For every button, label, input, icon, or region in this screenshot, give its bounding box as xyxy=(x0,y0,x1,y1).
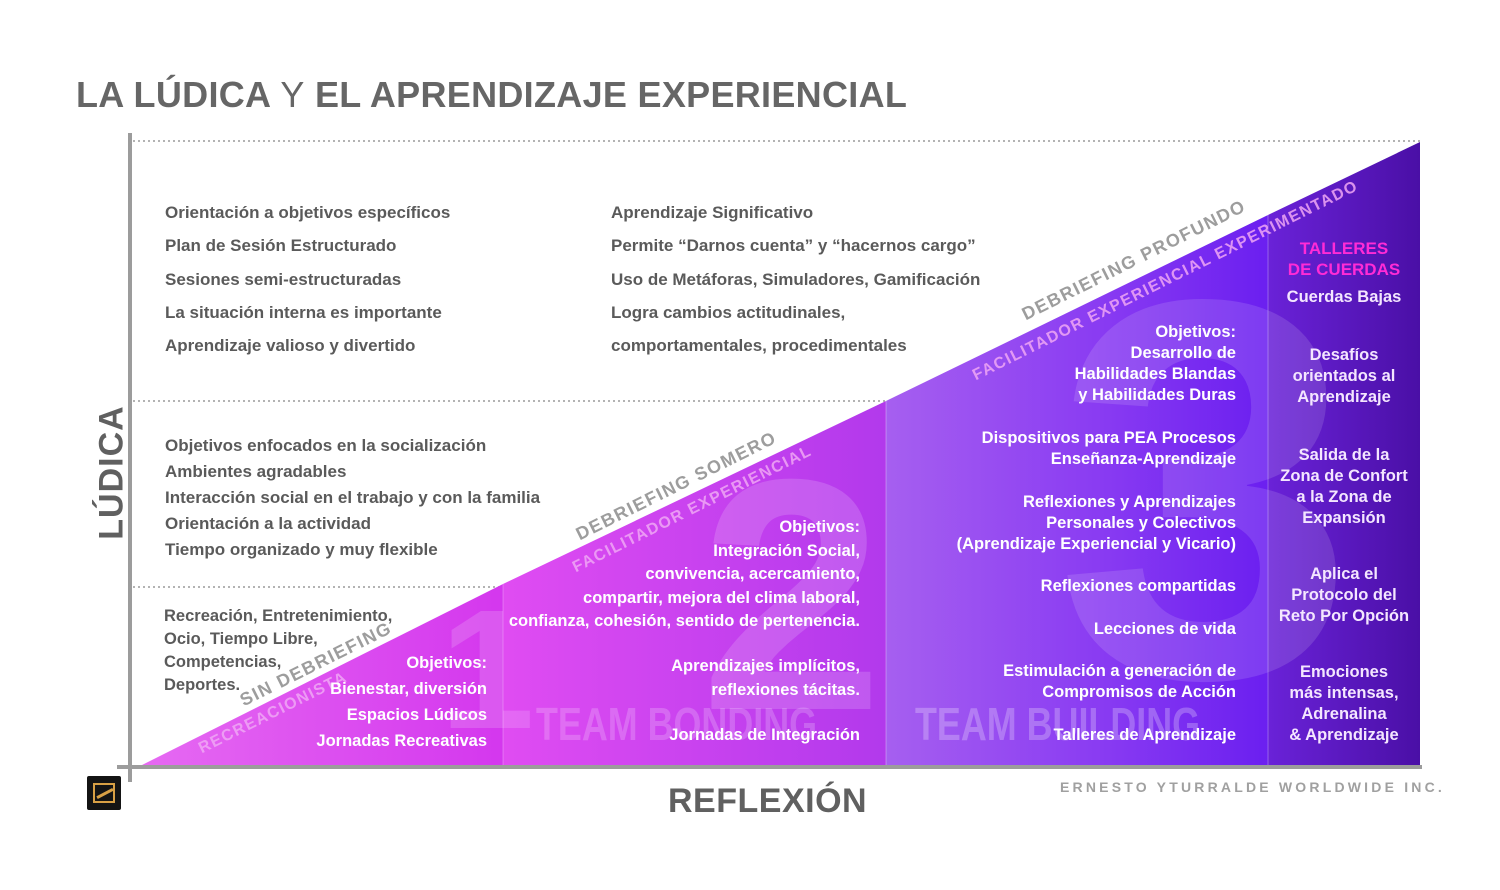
y-axis-label: LÚDICA xyxy=(92,405,131,540)
list-item: Sesiones semi-estructuradas xyxy=(165,269,402,289)
stage2-objectives: Objetivos: Integración Social, convivenc… xyxy=(508,518,860,630)
list-item: Ambientes agradables xyxy=(165,462,347,481)
middle-list: Objetivos enfocados en la socialización … xyxy=(165,433,540,563)
stage3-segment xyxy=(886,215,1268,766)
stage4-item: Cuerdas Bajas xyxy=(1286,288,1402,306)
list-item: comportamentales, procedimentales xyxy=(611,336,907,356)
list-item: Orientación a objetivos específicos xyxy=(165,203,451,222)
top-right-list: Aprendizaje Significativo Permite “Darno… xyxy=(611,196,980,362)
stage3-commitments: Estimulación a generación de Compromisos… xyxy=(1003,662,1236,701)
title-part2: EL APRENDIZAJE EXPERIENCIAL xyxy=(314,74,908,115)
page-title: LA LÚDICA Y EL APRENDIZAJE EXPERIENCIAL xyxy=(76,74,907,116)
list-item: Orientación a la actividad xyxy=(165,514,371,533)
stage2-segment xyxy=(503,401,886,766)
stage3-pea: Dispositivos para PEA Procesos Enseñanza… xyxy=(981,429,1236,468)
stage1-number: 1 xyxy=(440,575,535,765)
list-item: Objetivos enfocados en la socialización xyxy=(165,436,487,455)
list-item: Tiempo organizado y muy flexible xyxy=(165,540,438,559)
stage2-number: 2 xyxy=(700,410,884,779)
list-item: Deportes. xyxy=(164,676,241,694)
list-item: Logra cambios actitudinales, xyxy=(611,302,846,322)
stage4-item: Desafíos orientados al Aprendizaje xyxy=(1292,346,1396,406)
list-item: Ocio, Tiempo Libre, xyxy=(164,630,318,648)
list-item: Competencias, xyxy=(164,653,282,671)
stage3-objectives: Objetivos: Desarrollo de Habilidades Bla… xyxy=(1074,323,1236,404)
stage2-name: TEAM BONDING xyxy=(536,698,818,750)
list-item: Permite “Darnos cuenta” y “hacernos carg… xyxy=(611,236,976,256)
stage4-heading: TALLERES DE CUERDAS xyxy=(1287,239,1401,279)
stage3-reflections: Reflexiones y Aprendizajes Personales y … xyxy=(956,493,1236,553)
list-item: Aprendizaje Significativo xyxy=(611,203,814,222)
stage2-learning: Aprendizajes implícitos, reflexiones tác… xyxy=(671,657,860,699)
stage3-footer: Talleres de Aprendizaje xyxy=(1053,726,1236,744)
stage4-item: Emociones más intensas, Adrenalina & Apr… xyxy=(1289,663,1399,744)
stage4-item: Salida de la Zona de Confort a la Zona d… xyxy=(1280,446,1408,527)
list-item: Plan de Sesión Estructurado xyxy=(165,236,397,256)
stage1-segment xyxy=(140,584,503,766)
stage4-segment xyxy=(1268,142,1420,766)
stage1-text: Objetivos: Bienestar, diversión Espacios… xyxy=(316,654,487,750)
list-item: Interacción social en el trabajo y con l… xyxy=(165,488,541,507)
bottom-list: Recreación, Entretenimiento, Ocio, Tiemp… xyxy=(164,605,392,697)
stage3-life: Lecciones de vida xyxy=(1093,620,1236,638)
credit-text: ERNESTO YTURRALDE WORLDWIDE INC. xyxy=(1060,779,1445,795)
title-part1: LA LÚDICA xyxy=(76,74,271,115)
stage2-footer: Jornadas de Integración xyxy=(669,726,860,744)
top-left-list: Orientación a objetivos específicos Plan… xyxy=(165,196,450,362)
brand-logo-icon xyxy=(87,776,121,810)
list-item: Aprendizaje valioso y divertido xyxy=(165,336,416,356)
x-axis-label: REFLEXIÓN xyxy=(668,782,868,820)
stage3-name: TEAM BUILDING xyxy=(915,698,1201,750)
title-conjunction: Y xyxy=(280,74,305,115)
stage3-shared: Reflexiones compartidas xyxy=(1040,577,1236,595)
list-item: Recreación, Entretenimiento, xyxy=(164,607,393,625)
stage3-number: 3 xyxy=(1055,188,1356,791)
stage4-item: Aplica el Protocolo del Reto Por Opción xyxy=(1278,565,1410,625)
list-item: La situación interna es importante xyxy=(165,302,442,322)
list-item: Uso de Metáforas, Simuladores, Gamificac… xyxy=(611,269,981,289)
